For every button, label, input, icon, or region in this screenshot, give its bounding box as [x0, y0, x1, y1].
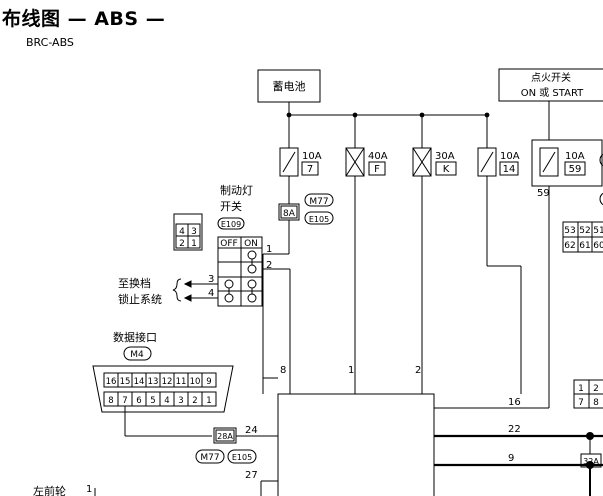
- module-pin-2: 2: [415, 365, 421, 376]
- harness-tag-e105-bottom-label: E105: [232, 453, 252, 462]
- harness-tag-e105-top: [304, 211, 334, 225]
- dlc-pin-11: 11: [176, 377, 187, 387]
- data-link-connector-body: [92, 365, 234, 413]
- dlc-pin-13: 13: [148, 377, 159, 387]
- module-pin-1: 1: [348, 365, 354, 376]
- fuse-2-id-box: [368, 161, 386, 176]
- fuse-1-rating: 10A: [302, 151, 322, 162]
- switch-pin-1: 1: [266, 244, 272, 255]
- switch-pin-3: 3: [208, 274, 214, 285]
- switch-state-on: ON: [244, 239, 258, 249]
- fuse-3-id: K: [443, 164, 450, 175]
- fuse-1-id: 7: [307, 164, 313, 175]
- switch-pin-2: 2: [266, 260, 272, 271]
- fuse-4-id: 14: [503, 164, 516, 175]
- dlc-pin-5: 5: [150, 396, 155, 406]
- connector-tag-e109: [217, 217, 245, 230]
- diagram-code: BRC-ABS: [26, 36, 74, 49]
- harness-tag-m77-bottom: [195, 449, 225, 464]
- switch-pinout-4: 4: [179, 227, 185, 237]
- harness-tag-m77-top: [304, 193, 334, 207]
- connector-8A-inner: [280, 205, 298, 219]
- dlc-pin-14: 14: [134, 377, 145, 387]
- dlc-pin-10: 10: [190, 377, 201, 387]
- fuse-5-id-box: [564, 161, 586, 176]
- dlc-pin-16: 16: [106, 377, 117, 387]
- front-left-wheel-label: 左前轮: [33, 484, 66, 496]
- ignition-terminal-number: 59: [537, 188, 550, 199]
- fuse-1-id-box: [301, 161, 319, 176]
- right-pin-60: 60: [593, 241, 603, 251]
- right-mid-pin-8: 8: [593, 398, 599, 408]
- switch-pin-4: 4: [208, 288, 214, 299]
- connector-28A: 28A: [217, 432, 233, 441]
- connector-32A: 32A: [583, 457, 599, 466]
- harness-tag-m77-bottom-label: M77: [200, 453, 219, 463]
- right-mid-pin-1: 1: [578, 384, 584, 394]
- switch-pinout-3: 3: [191, 227, 197, 237]
- module-pin-24: 24: [245, 425, 258, 436]
- dlc-pin-9: 9: [206, 377, 211, 387]
- connector-32A-outline: [580, 453, 602, 468]
- module-pin-9: 9: [508, 453, 514, 464]
- shift-lock-label: 至换档: [118, 276, 151, 290]
- stop-lamp-switch-table: [217, 236, 263, 307]
- ignition-switch-mode: ON 或 START: [521, 87, 584, 99]
- fuse-5-id: 59: [569, 164, 582, 175]
- right-pin-51: 51: [593, 226, 603, 236]
- switch-state-off: OFF: [220, 239, 237, 249]
- data-link-pin-grid: [117, 373, 203, 406]
- switch-connector-pinout-frame: [173, 213, 203, 251]
- right-pin-62: 62: [564, 241, 575, 251]
- dlc-pin-15: 15: [120, 377, 131, 387]
- connector-tag-e109-label: E109: [221, 220, 241, 229]
- dlc-pin-7: 7: [122, 396, 127, 406]
- switch-pinout-2: 2: [179, 239, 185, 249]
- dlc-pin-6: 6: [136, 396, 141, 406]
- fuse-5-symbol: [539, 147, 559, 177]
- page-title: 布线图 — ABS —: [2, 8, 166, 30]
- fuse-2-rating: 40A: [368, 151, 388, 162]
- ignition-switch-label: 点火开关: [531, 71, 571, 84]
- module-pin-8: 8: [280, 365, 286, 376]
- right-pin-61: 61: [579, 241, 590, 251]
- right-mid-pin-2: 2: [593, 384, 599, 394]
- right-pin-52: 52: [579, 226, 590, 236]
- harness-tag-e105-top-label: E105: [309, 215, 329, 224]
- dlc-pin-2: 2: [192, 396, 197, 406]
- connector-tag-m4: [123, 346, 152, 361]
- connector-8A: 8A: [283, 209, 296, 219]
- front-left-wheel-pin: 1: [86, 484, 92, 495]
- fuse-3-rating: 30A: [435, 151, 455, 162]
- switch-pinout-1: 1: [191, 239, 197, 249]
- stop-lamp-switch-label: 制动灯: [220, 184, 253, 197]
- battery-label: 蓄电池: [273, 80, 306, 93]
- dlc-pin-1: 1: [206, 396, 211, 406]
- fuse-2-id: F: [374, 164, 380, 175]
- right-mid-pin-7: 7: [578, 398, 584, 408]
- dlc-pin-12: 12: [162, 377, 173, 387]
- dlc-pin-3: 3: [178, 396, 183, 406]
- fuse-4-rating: 10A: [500, 151, 520, 162]
- shift-lock-label-2: 锁止系统: [118, 292, 162, 306]
- dlc-pin-4: 4: [164, 396, 169, 406]
- fuse-block-outline: [531, 139, 603, 187]
- dlc-pin-8: 8: [108, 396, 113, 406]
- harness-tag-e105-bottom: [227, 449, 257, 464]
- right-pin-53: 53: [564, 226, 575, 236]
- fuse-3-id-box: [435, 161, 457, 176]
- module-pin-22: 22: [508, 424, 521, 435]
- module-pin-16: 16: [508, 397, 521, 408]
- connector-tag-m4-label: M4: [130, 350, 144, 360]
- module-pin-27: 27: [245, 470, 258, 481]
- data-link-label: 数据接口: [113, 330, 157, 344]
- stop-lamp-switch-label-2: 开关: [220, 199, 242, 213]
- fuse-5-rating: 10A: [565, 151, 585, 162]
- abs-control-unit: [277, 393, 435, 496]
- harness-tag-m77-top-label: M77: [309, 197, 328, 207]
- ignition-switch-box: [498, 68, 603, 102]
- fuse-4-id-box: [499, 161, 519, 176]
